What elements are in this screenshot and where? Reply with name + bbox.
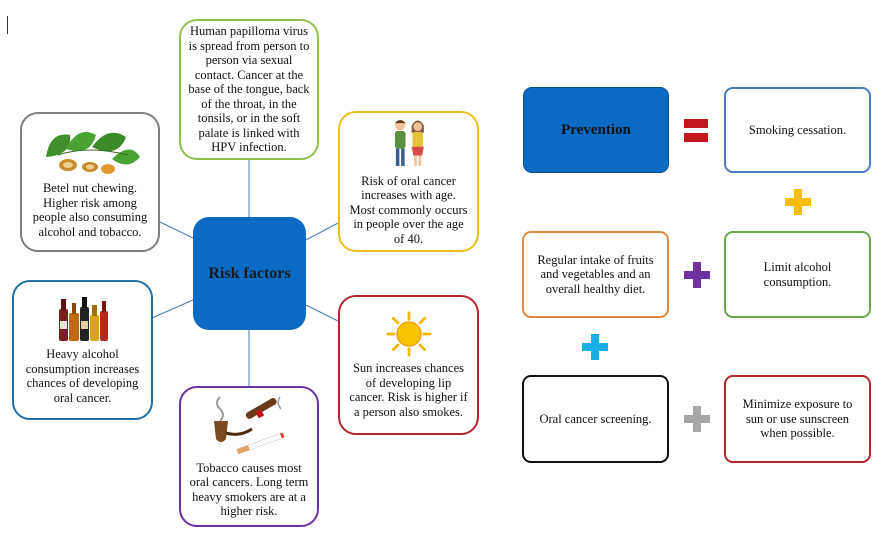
sun-box: Sun increases chances of developing lip … — [338, 295, 479, 435]
smoking-cessation-box: Smoking cessation. — [724, 87, 871, 173]
healthy-diet-text: Regular intake of fruits and vegetables … — [537, 252, 654, 296]
hpv-text: Human papilloma virus is spread from per… — [188, 24, 310, 155]
betel-box: Betel nut chewing. Higher risk among peo… — [20, 112, 160, 252]
sun-icon — [385, 311, 432, 357]
betel-text: Betel nut chewing. Higher risk among peo… — [32, 181, 148, 239]
risk-factors-center: Risk factors — [193, 217, 306, 330]
plus-icon-blue — [582, 334, 608, 360]
plus-icon-purple — [684, 262, 710, 288]
risk-factors-label: Risk factors — [208, 264, 291, 282]
bottles-icon — [58, 297, 108, 341]
alcohol-box: Heavy alcohol consumption increases chan… — [12, 280, 153, 420]
plus-icon-gray — [684, 406, 710, 432]
betel-leaves-icon — [46, 132, 140, 174]
limit-alcohol-box: Limit alcohol consumption. — [724, 231, 871, 318]
prevention-title: Prevention — [561, 121, 631, 138]
prevention-box: Prevention — [523, 87, 669, 173]
alcohol-text: Heavy alcohol consumption increases chan… — [25, 347, 140, 405]
healthy-diet-box: Regular intake of fruits and vegetables … — [522, 231, 669, 318]
limit-alcohol-text: Limit alcohol consumption. — [763, 260, 832, 289]
hpv-box: Human papilloma virus is spread from per… — [179, 19, 319, 160]
oral-screening-box: Oral cancer screening. — [522, 375, 669, 463]
age-box: Risk of oral cancer increases with age. … — [338, 111, 479, 252]
pipe-cigar-cigarette-icon — [214, 395, 285, 454]
sun-exposure-text: Minimize exposure to sun or use sunscree… — [742, 397, 853, 441]
age-text: Risk of oral cancer increases with age. … — [349, 173, 468, 246]
oral-screening-text: Oral cancer screening. — [539, 411, 652, 426]
plus-icon-yellow — [785, 189, 811, 215]
tobacco-box: Tobacco causes most oral cancers. Long t… — [179, 386, 319, 527]
sun-text: Sun increases chances of developing lip … — [349, 361, 468, 419]
couple-icon — [394, 119, 424, 166]
sun-exposure-box: Minimize exposure to sun or use sunscree… — [724, 375, 871, 463]
equals-icon — [684, 119, 708, 143]
text-cursor — [7, 16, 8, 34]
smoking-cessation-text: Smoking cessation. — [748, 122, 847, 137]
tobacco-text: Tobacco causes most oral cancers. Long t… — [189, 460, 309, 519]
